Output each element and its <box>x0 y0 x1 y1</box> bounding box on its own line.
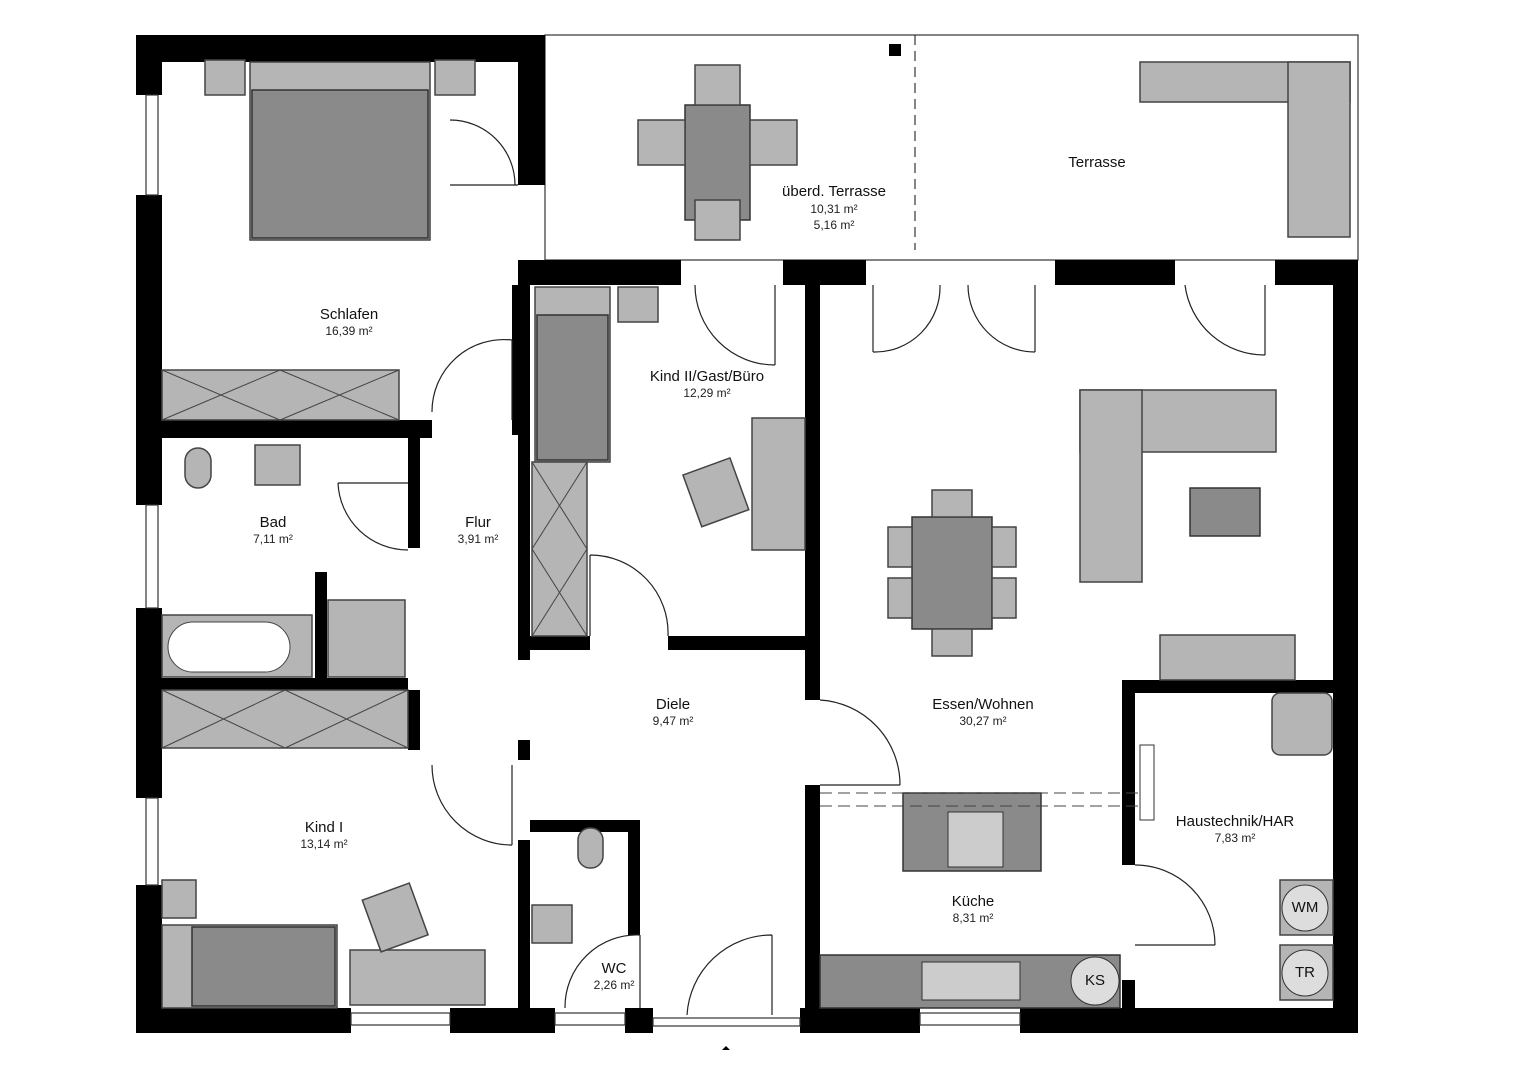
fridge-label: KS <box>1085 972 1105 989</box>
room-area-kind-i: 13,14 m² <box>300 837 347 851</box>
room-name-kueche: Küche <box>952 893 995 910</box>
wardrobe <box>161 689 409 749</box>
room-name-haustechnik: Haustechnik/HAR <box>1176 813 1295 830</box>
nightstand <box>204 59 246 96</box>
room-area-wc: 2,26 m² <box>594 978 635 992</box>
coffee-table <box>1189 487 1261 537</box>
wardrobe <box>531 461 588 637</box>
toilet <box>184 447 212 489</box>
electric-panel <box>1139 744 1155 821</box>
wardrobe <box>161 369 400 421</box>
walls <box>136 35 1358 1033</box>
room-area-haustechnik: 7,83 m² <box>1215 831 1256 845</box>
room-name-wc: WC <box>602 960 627 977</box>
chair <box>361 882 430 953</box>
toilet <box>577 827 604 869</box>
chair <box>681 456 750 528</box>
dryer: TR <box>1279 944 1334 1001</box>
nightstand <box>617 286 659 323</box>
tv-board <box>1159 634 1296 681</box>
room-name-covered-terrace: überd. Terrasse <box>782 183 886 200</box>
room-name-flur: Flur <box>465 514 491 531</box>
room-name-schlafen: Schlafen <box>320 306 378 323</box>
covered-terrace-area-full: 10,31 m² <box>810 202 857 216</box>
room-name-diele: Diele <box>656 696 690 713</box>
room-name-kind-ii: Kind II/Gast/Büro <box>650 368 764 385</box>
furniture <box>161 59 1351 1009</box>
room-area-kueche: 8,31 m² <box>953 911 994 925</box>
fridge: KS <box>1070 956 1120 1006</box>
sink <box>254 444 301 486</box>
covered-terrace-area-half: 5,16 m² <box>814 218 855 232</box>
room-area-bad: 7,11 m² <box>253 532 293 546</box>
washer-label: WM <box>1292 899 1319 916</box>
sink <box>531 904 573 944</box>
room-name-kind-i: Kind I <box>305 819 343 836</box>
entrance-marker-icon <box>722 1046 730 1050</box>
nightstand <box>161 879 197 919</box>
room-area-flur: 3,91 m² <box>458 532 499 546</box>
nightstand <box>434 59 476 96</box>
windows <box>145 94 1021 1027</box>
room-labels: Schlafen 16,39 m² Bad 7,11 m² Flur 3,91 … <box>253 154 1294 992</box>
room-area-schlafen: 16,39 m² <box>325 324 372 338</box>
room-area-diele: 9,47 m² <box>653 714 694 728</box>
dryer-label: TR <box>1295 964 1315 981</box>
room-area-kind-ii: 12,29 m² <box>683 386 730 400</box>
shower <box>327 599 406 678</box>
room-name-terrasse: Terrasse <box>1068 154 1126 171</box>
desk <box>349 949 486 1006</box>
doors <box>337 119 1266 1016</box>
room-name-bad: Bad <box>260 514 287 531</box>
desk <box>751 417 806 551</box>
dining-table <box>911 516 993 630</box>
room-area-essen-wohnen: 30,27 m² <box>959 714 1006 728</box>
washer-machine: WM <box>1279 879 1334 936</box>
room-name-essen-wohnen: Essen/Wohnen <box>932 696 1033 713</box>
boiler <box>1271 692 1333 756</box>
